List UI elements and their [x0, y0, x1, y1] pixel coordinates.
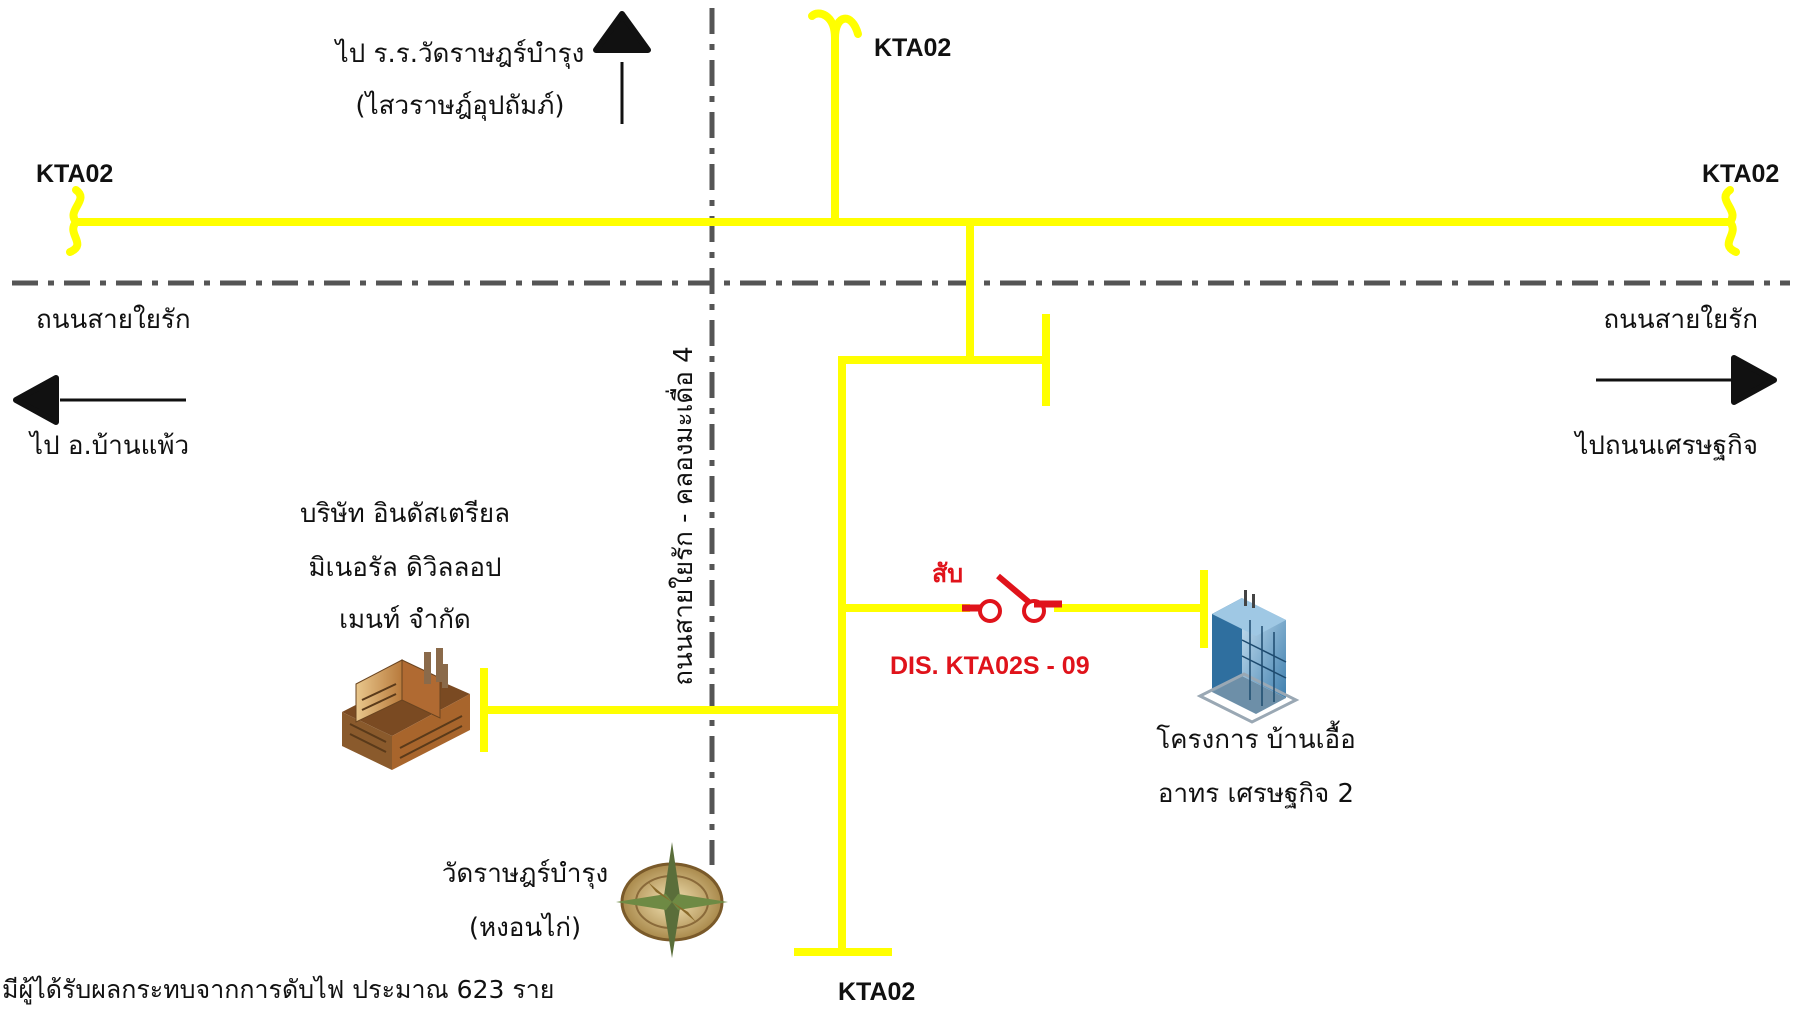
switch-state-label: สับ	[932, 560, 964, 588]
factory-label-line2: มิเนอรัล ดิวิลลอป	[308, 553, 502, 583]
footer-note: มีผู้ได้รับผลกระทบจากการดับไฟ ประมาณ 623…	[2, 975, 555, 1004]
disconnect-switch-icon[interactable]	[962, 573, 1062, 623]
road-label-vertical: ถนนสายใยรัก - คลองมะเดื่อ 4	[669, 346, 699, 686]
switch-id-label: DIS. KTA02S - 09	[890, 652, 1090, 680]
road-label-left: ถนนสายใยรัก	[36, 305, 191, 335]
roads	[12, 8, 1790, 865]
arrow-up-icon	[593, 11, 651, 124]
direction-west: ไป อ.บ้านแพ้ว	[30, 431, 190, 461]
feeder-label-right: KTA02	[1702, 160, 1780, 188]
temple-label-line2: (หงอนไก่)	[468, 913, 582, 943]
factory-label-line3: เมนท์ จำกัด	[339, 605, 471, 635]
temple-label-line1: วัดราษฎร์บำรุง	[441, 859, 609, 889]
arrow-right-icon	[1596, 355, 1777, 405]
feeder-label-top: KTA02	[874, 34, 952, 62]
building-label-line1: โครงการ บ้านเอื้อ	[1156, 725, 1356, 755]
feeder-north-end	[808, 9, 862, 42]
factory-icon	[342, 648, 470, 770]
office-building-icon	[1196, 590, 1300, 724]
feeder-lines	[66, 9, 1740, 956]
compass-rose-icon	[616, 842, 728, 958]
factory-label-line1: บริษัท อินดัสเตรียล	[299, 499, 511, 529]
feeder-label-left: KTA02	[36, 160, 114, 188]
direction-east: ไปถนนเศรษฐกิจ	[1575, 431, 1758, 461]
feeder-west-end	[66, 186, 85, 256]
direction-north-line1: ไป ร.ร.วัดราษฎร์บำรุง	[335, 39, 585, 69]
building-label-line2: อาทร เศรษฐกิจ 2	[1157, 779, 1355, 809]
feeder-east-end	[1721, 186, 1740, 256]
road-label-right: ถนนสายใยรัก	[1603, 305, 1758, 335]
direction-north-line2: (ไสวราษฎ์อุปถัมภ์)	[355, 91, 565, 121]
feeder-label-bottom: KTA02	[838, 978, 916, 1006]
arrow-left-icon	[13, 375, 186, 425]
